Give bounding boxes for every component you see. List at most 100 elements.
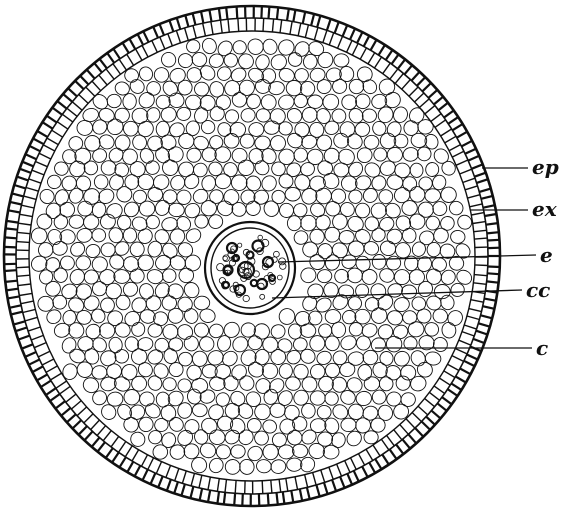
epidermis-cell-wall	[17, 334, 30, 341]
cortex-cell	[131, 321, 146, 337]
cortex-cell	[129, 268, 145, 284]
exodermis-cell-wall	[83, 413, 94, 424]
cortex-cell	[223, 162, 238, 178]
label-ep: ep	[532, 155, 559, 179]
cortex-cell	[455, 243, 471, 259]
epidermis-cell-wall	[275, 492, 279, 505]
cortex-cell	[278, 67, 295, 83]
exodermis-cell-wall	[165, 465, 172, 478]
epidermis-cell-wall	[407, 433, 418, 445]
cortex-cell	[361, 268, 378, 285]
exodermis-cell-wall	[335, 463, 343, 477]
exodermis-cell-wall	[433, 385, 446, 394]
epidermis-cell-wall	[4, 269, 17, 273]
cortex-cell	[393, 324, 409, 340]
cortex-cell	[317, 243, 333, 260]
cortex-cell	[263, 200, 280, 217]
cortex-cell	[70, 241, 86, 257]
cortex-cell	[68, 214, 85, 229]
epidermis-cell-wall	[396, 58, 406, 70]
cortex-cell	[419, 230, 435, 246]
cortex-cell	[269, 108, 286, 125]
exodermis-cell-wall	[20, 300, 34, 305]
cortex-cell	[240, 108, 256, 123]
exodermis-cell-wall	[393, 429, 403, 441]
cortex-cell	[76, 228, 93, 243]
cortex-cell	[293, 147, 308, 163]
cortex-cell	[154, 282, 170, 299]
epidermis-cell-wall	[361, 465, 369, 478]
cortex-cell	[139, 309, 156, 324]
cortex-cell	[31, 255, 48, 272]
stele-cell	[279, 262, 287, 270]
epidermis-cell-wall	[165, 479, 172, 492]
epidermis-cell-wall	[79, 75, 90, 86]
epidermis-cell-wall	[51, 106, 63, 116]
cortex-cell	[284, 186, 301, 202]
cortex-cell	[387, 310, 403, 326]
cortex-cell	[339, 121, 356, 138]
cortex-cell	[199, 389, 216, 404]
cortex-cell	[155, 147, 171, 164]
epidermis-cell-wall	[106, 52, 116, 64]
cortex-cell	[138, 66, 154, 82]
cortex-cell	[200, 120, 216, 135]
epidermis-cell-wall	[121, 42, 130, 54]
cortex-cell	[294, 311, 311, 327]
cortex-cell	[215, 444, 231, 460]
cortex-cell	[342, 309, 357, 325]
cortex-cell	[316, 404, 332, 420]
cortex-cell	[62, 363, 78, 380]
cortex-cell	[300, 456, 316, 473]
cortex-cell	[306, 148, 324, 166]
cortex-cell	[147, 375, 163, 391]
exodermis-cell-wall	[328, 466, 334, 480]
cortex-cell	[201, 147, 217, 163]
cortex-cell	[160, 134, 177, 150]
cortex-cell	[286, 215, 302, 232]
epidermis-cell-wall	[217, 8, 222, 21]
cortex-cell	[245, 391, 262, 408]
xylem-vessel	[221, 280, 231, 290]
cortex-cell	[425, 215, 440, 231]
epidermis-cell-wall	[460, 139, 473, 148]
cortex-cell	[239, 133, 255, 149]
cortex-cell	[85, 243, 101, 259]
cortex-cell	[364, 216, 380, 232]
cortex-cell	[324, 120, 340, 135]
cortex-cell	[291, 443, 309, 459]
cortex-cell	[332, 213, 348, 230]
cortex-cell	[432, 308, 449, 324]
cortex-cell	[416, 146, 432, 162]
cortex-cell	[237, 159, 255, 176]
cortex-cell	[301, 376, 318, 393]
cortex-cell	[307, 94, 324, 109]
cortex-cell	[270, 54, 287, 71]
epidermis-cell-wall	[225, 7, 229, 20]
epidermis-cell-wall	[420, 420, 431, 431]
epidermis-cell-wall	[98, 58, 108, 70]
epidermis-cell-wall	[9, 304, 22, 309]
cortex-cell	[167, 146, 184, 163]
cortex-cell	[215, 94, 231, 110]
cortex-cell	[386, 121, 402, 138]
cortex-cell	[132, 134, 147, 151]
exodermis-cell-wall	[451, 354, 464, 363]
cortex-cell	[417, 119, 434, 135]
exodermis-cell-wall	[473, 282, 487, 285]
cortex-cell	[357, 364, 373, 381]
epidermis-cell-wall	[466, 353, 479, 361]
epidermis-cell-wall	[487, 272, 500, 276]
epidermis-cell-wall	[191, 13, 197, 26]
exodermis-cell-wall	[285, 478, 289, 492]
cortex-cell	[69, 160, 86, 178]
cortex-cell	[224, 109, 240, 124]
cortex-cell	[278, 173, 294, 189]
exodermis-cell-wall	[474, 264, 488, 267]
cortex-cell	[278, 363, 293, 379]
cortex-cell	[457, 214, 473, 230]
cortex-cell	[346, 377, 363, 393]
label-e: e	[540, 243, 553, 267]
exodermis-cell-wall	[367, 52, 376, 65]
exodermis-cell-wall	[424, 105, 436, 115]
